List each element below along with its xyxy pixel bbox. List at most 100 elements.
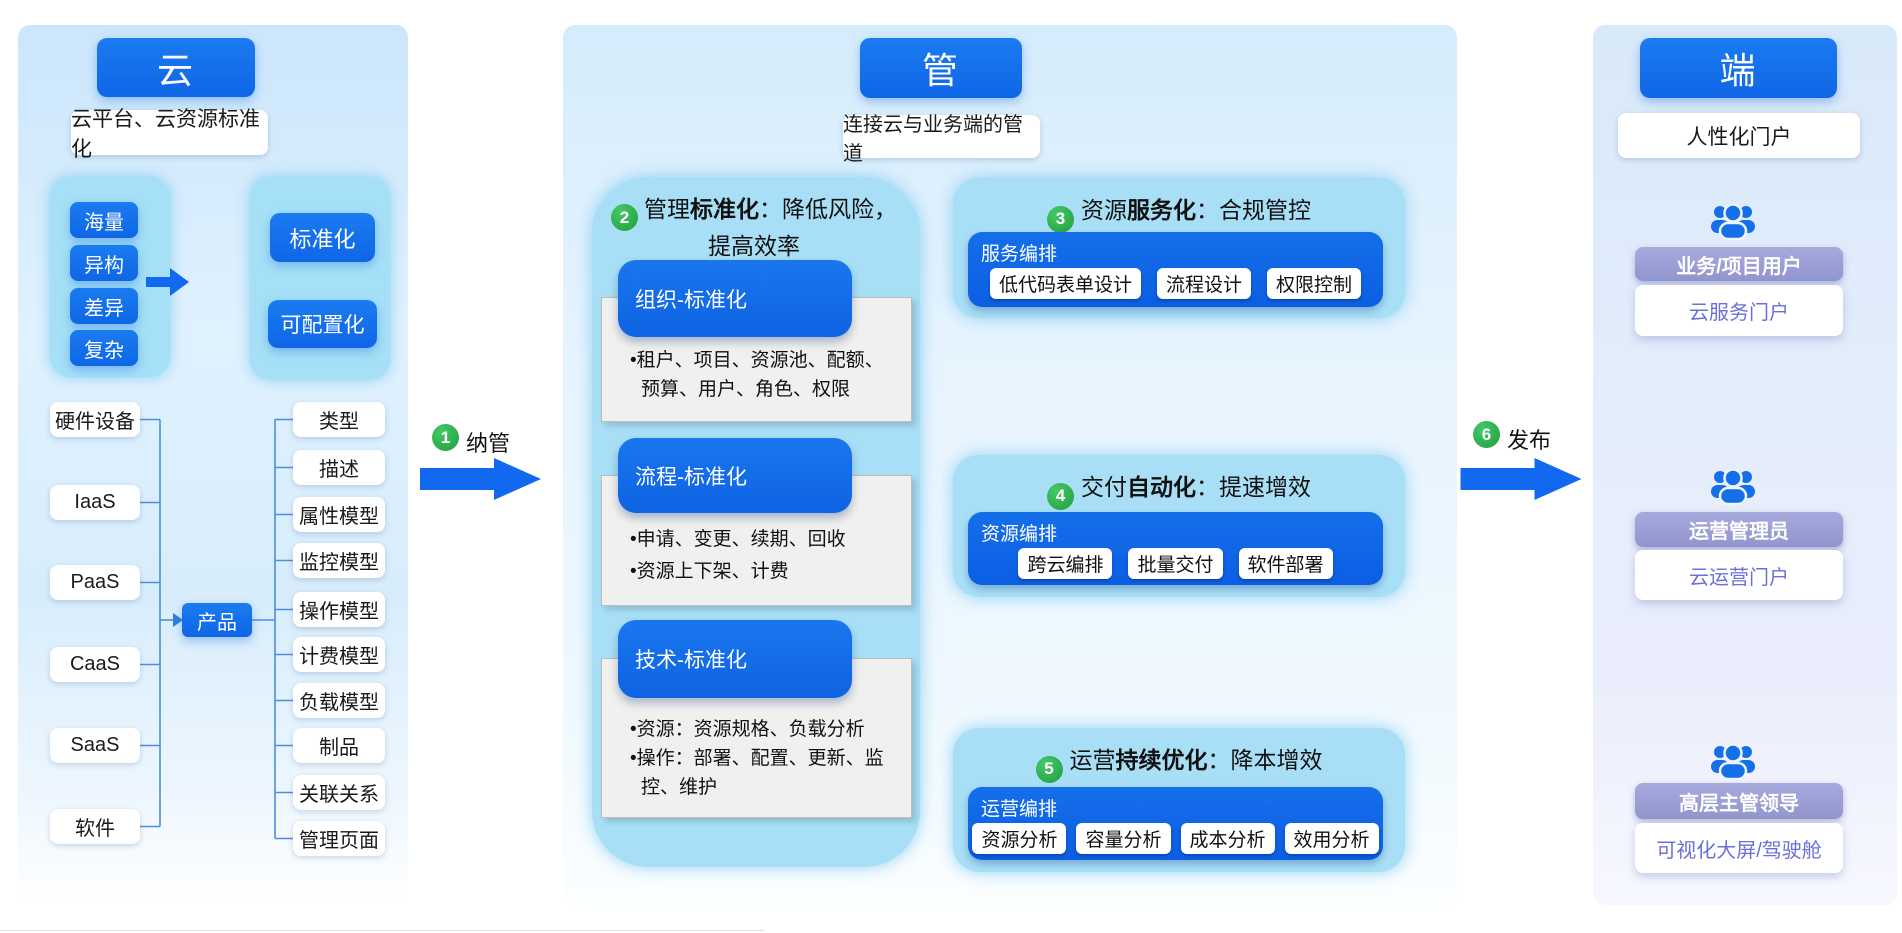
capability-header: 4 交付自动化：提速增效 <box>953 455 1405 510</box>
orchestration-label: 运营编排 <box>981 799 1058 820</box>
section-header-org: 组织-标准化 <box>618 260 852 337</box>
step-number: 6 <box>1481 424 1492 444</box>
source-node: SaaS <box>50 728 140 763</box>
pipe-title-text: 管 <box>921 50 960 91</box>
step-number: 3 <box>1055 209 1066 228</box>
feature-chip: 资源分析 <box>972 823 1067 854</box>
arrow-right-icon <box>146 268 189 296</box>
source-node: IaaS <box>50 485 140 520</box>
user-role-text: 业务/项目用户 <box>1676 255 1802 278</box>
users-icon <box>1711 203 1755 240</box>
goal-item: 可配置化 <box>268 300 377 348</box>
attribute-node: 负载模型 <box>293 683 385 718</box>
section-header-text: 组织-标准化 <box>635 288 747 312</box>
challenge-item: 差异 <box>70 288 138 324</box>
feature-chip: 批量交付 <box>1128 548 1223 579</box>
step-number: 4 <box>1055 486 1066 505</box>
feature-chip: 权限控制 <box>1267 268 1362 299</box>
orchestration-box-operation: 运营编排 资源分析 容量分析 成本分析 效用分析 <box>968 787 1383 860</box>
endpoint-column-background <box>1593 25 1897 905</box>
source-node: 软件 <box>50 809 140 844</box>
step-2-badge: 2 <box>611 204 638 231</box>
header-text: 资源 <box>1081 197 1127 223</box>
step-1-label: 纳管 <box>466 426 510 458</box>
users-icon <box>1711 743 1755 780</box>
challenge-label: 差异 <box>84 297 124 320</box>
challenge-label: 海量 <box>84 211 124 234</box>
source-label: 软件 <box>75 818 115 840</box>
attribute-node: 制品 <box>293 728 385 763</box>
source-label: CaaS <box>69 653 121 675</box>
user-portal: 云运营门户 <box>1635 550 1843 600</box>
cloud-title-text: 云 <box>156 49 195 91</box>
header-bold-text: 服务化 <box>1127 197 1196 223</box>
source-label: PaaS <box>70 571 120 593</box>
note-bullet: •申请、变更、续期、回收 <box>630 529 846 550</box>
feature-chip: 软件部署 <box>1238 548 1333 579</box>
attribute-node: 类型 <box>293 402 385 437</box>
source-node: PaaS <box>50 565 140 600</box>
challenge-item: 异构 <box>70 245 138 281</box>
user-role-bar: 高层主管领导 <box>1635 783 1843 819</box>
users-icon <box>1711 468 1755 505</box>
note-bullet: •资源上下架、计费 <box>630 561 789 582</box>
step-4-badge: 4 <box>1047 482 1074 510</box>
note-bullet: •操作：部署、配置、更新、监控、维护 <box>630 748 884 798</box>
user-role-bar: 运营管理员 <box>1635 512 1843 547</box>
orchestration-label: 资源编排 <box>981 524 1058 545</box>
note-bullet: •租户、项目、资源池、配额、预算、用户、角色、权限 <box>630 350 884 400</box>
header-text: ：提速增效 <box>1196 474 1311 500</box>
attribute-label: 关联关系 <box>299 784 379 806</box>
user-role-bar: 业务/项目用户 <box>1635 247 1843 281</box>
source-label: 硬件设备 <box>55 411 135 433</box>
endpoint-subtitle: 人性化门户 <box>1618 113 1860 158</box>
step-6-badge: 6 <box>1473 421 1500 448</box>
attribute-node: 管理页面 <box>293 821 385 856</box>
feature-chip: 成本分析 <box>1180 823 1275 854</box>
feature-chip: 低代码表单设计 <box>989 268 1141 299</box>
user-portal-text: 云服务门户 <box>1689 302 1789 324</box>
chip-row: 低代码表单设计 流程设计 权限控制 <box>968 268 1383 299</box>
attribute-node: 计费模型 <box>293 637 385 672</box>
flow-arrow-6-icon <box>1460 458 1582 500</box>
header-bold-text: 持续优化 <box>1115 747 1208 773</box>
header-text: 交付 <box>1081 474 1127 500</box>
header-text: 管理 <box>644 196 690 222</box>
challenge-label: 异构 <box>84 254 124 277</box>
user-role-text: 运营管理员 <box>1689 521 1789 543</box>
orchestration-box-service: 服务编排 低代码表单设计 流程设计 权限控制 <box>968 232 1383 307</box>
attribute-node: 描述 <box>293 450 385 485</box>
goal-item: 标准化 <box>270 213 375 262</box>
step-6-label: 发布 <box>1507 423 1551 455</box>
challenge-item: 复杂 <box>70 330 138 366</box>
attribute-label: 属性模型 <box>299 506 379 528</box>
step-5-badge: 5 <box>1035 755 1063 783</box>
attribute-node: 关联关系 <box>293 775 385 810</box>
product-label: 产品 <box>197 611 237 634</box>
attribute-label: 描述 <box>319 459 359 481</box>
attribute-node: 属性模型 <box>293 497 385 532</box>
source-label: IaaS <box>74 491 116 513</box>
source-label: SaaS <box>70 734 120 756</box>
user-portal-text: 云运营门户 <box>1689 566 1789 589</box>
endpoint-subtitle-text: 人性化门户 <box>1686 125 1792 149</box>
header-bold-text: 自动化 <box>1127 474 1196 500</box>
endpoint-title-text: 端 <box>1719 50 1758 91</box>
flow-arrow-1-icon <box>420 458 541 500</box>
attribute-node: 监控模型 <box>293 543 385 578</box>
attribute-label: 管理页面 <box>299 830 379 852</box>
step-label-text: 发布 <box>1507 428 1552 453</box>
product-node: 产品 <box>182 603 252 637</box>
orchestration-box-delivery: 资源编排 跨云编排 批量交付 软件部署 <box>968 512 1383 585</box>
pipe-subtitle-text: 连接云与业务端的管道 <box>843 113 1023 165</box>
header-text: ：合规管控 <box>1196 197 1311 223</box>
header-text: ：降本增效 <box>1207 747 1323 773</box>
section-header-process: 流程-标准化 <box>618 438 852 513</box>
step-number: 1 <box>440 427 451 447</box>
step-number: 5 <box>1044 759 1054 778</box>
cloud-title: 云 <box>97 38 255 97</box>
capability-header: 3 资源服务化：合规管控 <box>953 178 1405 233</box>
source-node: 硬件设备 <box>50 402 140 437</box>
